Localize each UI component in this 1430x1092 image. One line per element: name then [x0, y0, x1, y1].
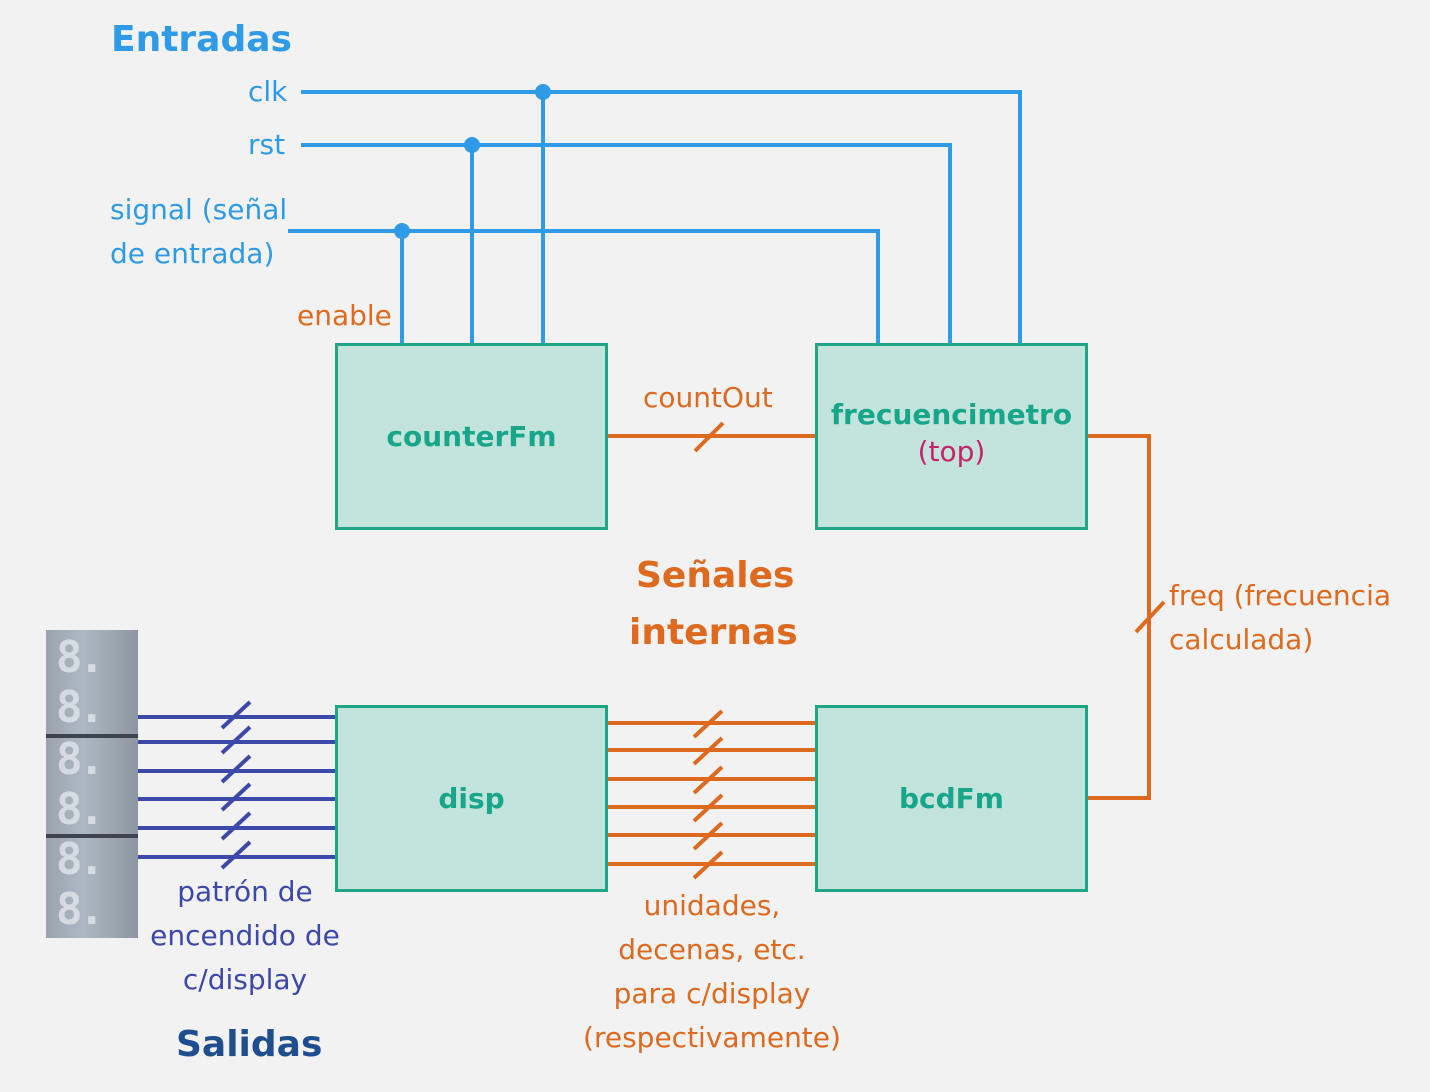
digits-bus-label: unidades, decenas, etc. para c/display (… [572, 884, 852, 1060]
countout-label: countOut [643, 381, 773, 414]
signal-label-line2: de entrada) [110, 237, 275, 270]
segment-bus-slash [220, 754, 252, 784]
display-digit: 8. [56, 682, 105, 733]
digits-label-line2: decenas, etc. [618, 933, 806, 966]
segment-bus-slash [220, 725, 252, 755]
rst-junction-dot [464, 137, 480, 153]
countout-bus-slash [693, 421, 725, 453]
input-wires [288, 90, 1022, 343]
seven-segment-display-photo: 8. 8. 8. 8. 8. 8. [46, 630, 138, 938]
digit-bus-slash [692, 736, 724, 766]
display-digit: 8. [56, 632, 105, 683]
segment-bus-wires [138, 700, 335, 870]
inputs-title: Entradas [111, 19, 292, 60]
clk-label: clk [248, 75, 288, 108]
frecuencimetro-top-note: (top) [917, 434, 986, 468]
freq-label-line1: freq (frecuencia [1169, 579, 1392, 612]
counterfm-title: counterFm [386, 419, 557, 453]
segment-bus-slash [220, 811, 252, 841]
display-digit: 8. [56, 834, 105, 885]
digit-bus-slash [692, 709, 724, 739]
junction-dots [394, 84, 551, 239]
freq-bus-slash [1134, 600, 1166, 634]
signal-label-line1: signal (señal [110, 193, 288, 226]
pattern-label-line1: patrón de [177, 875, 313, 908]
pattern-label-line3: c/display [182, 963, 308, 996]
outputs-title: Salidas [176, 1024, 323, 1065]
rst-label: rst [248, 128, 286, 161]
clk-wire [301, 90, 1022, 343]
disp-block: disp [335, 705, 608, 892]
internal-signals-title-line1: Señales [636, 555, 795, 596]
enable-label: enable [297, 299, 392, 332]
counterfm-block: counterFm [335, 343, 608, 530]
display-module-seam [46, 734, 138, 738]
digits-label-line1: unidades, [643, 889, 781, 922]
freq-wire [1087, 434, 1151, 800]
segment-bus-slash [220, 782, 252, 812]
display-digit: 8. [56, 884, 105, 935]
digit-bus-wires [608, 709, 815, 880]
digits-label-line4: (respectivamente) [583, 1021, 841, 1054]
segment-pattern-label: patrón de encendido de c/display [125, 870, 365, 1002]
digit-bus-slash [692, 850, 724, 880]
pattern-label-line2: encendido de [150, 919, 340, 952]
bcdfm-title: bcdFm [899, 781, 1004, 815]
digit-bus-slash [692, 765, 724, 795]
internal-wires [608, 421, 1166, 800]
digit-bus-slash [692, 793, 724, 823]
signal-wire [288, 229, 880, 343]
clk-junction-dot [535, 84, 551, 100]
signal-junction-dot [394, 223, 410, 239]
digit-bus-slash [692, 821, 724, 851]
display-digit: 8. [56, 784, 105, 835]
segment-bus-slash [220, 840, 252, 870]
disp-title: disp [438, 781, 505, 815]
digits-label-line3: para c/display [613, 977, 811, 1010]
display-module-seam [46, 834, 138, 838]
frecuencimetro-block: frecuencimetro (top) [815, 343, 1088, 530]
frecuencimetro-title: frecuencimetro [830, 398, 1073, 431]
display-digit: 8. [56, 734, 105, 785]
segment-bus-slash [220, 700, 252, 730]
internal-signals-title-line2: internas [629, 612, 798, 653]
freq-label-line2: calculada) [1169, 623, 1314, 656]
rst-wire [301, 143, 952, 343]
bcdfm-block: bcdFm [815, 705, 1088, 892]
